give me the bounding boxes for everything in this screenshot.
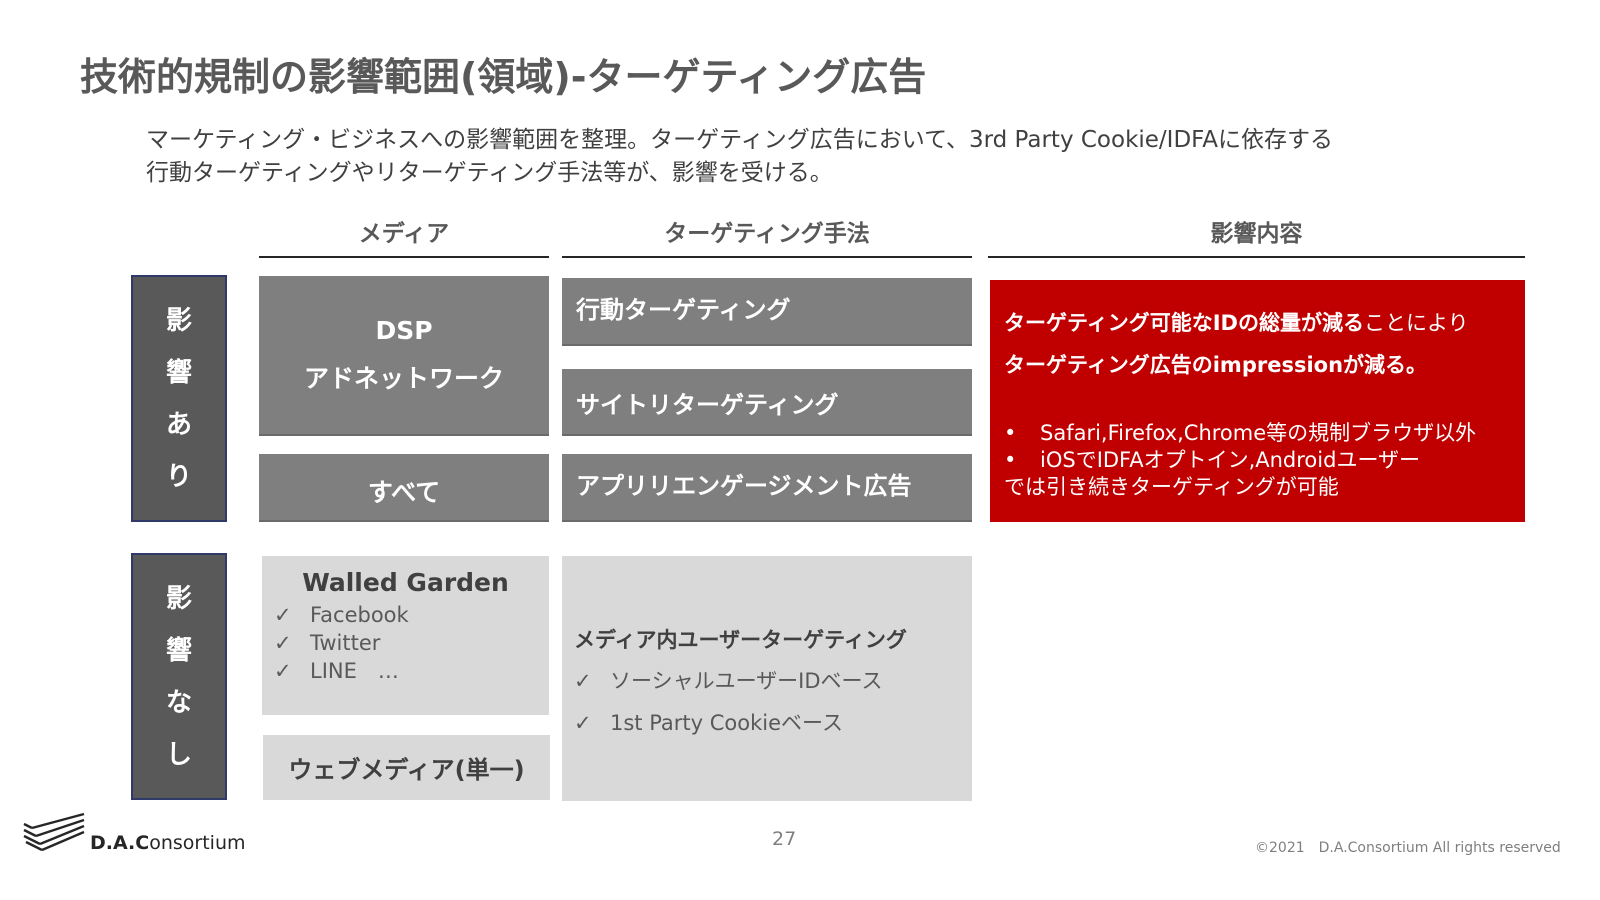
lead-text: マーケティング・ビジネスへの影響範囲を整理。ターゲティング広告において、3rd …: [146, 124, 1333, 190]
row-label-unaffected: 影 響 な し: [131, 553, 227, 800]
row-label-char: あ: [165, 409, 192, 440]
copyright: ©2021 D.A.Consortium All rights reserved: [1255, 840, 1561, 856]
media-walled-garden: Walled Garden ✓ Facebook ✓ Twitter ✓ LINE …: [262, 556, 549, 715]
column-header-method: ターゲティング手法: [562, 214, 972, 258]
impact-bullet: •Safari,Firefox,Chrome等の規制ブラウザ以外: [1004, 421, 1477, 445]
method-app-reengagement: アプリリエンゲージメント広告: [562, 454, 972, 522]
lead-line-2: 行動ターゲティングやリターゲティング手法等が、影響を受ける。: [146, 160, 833, 186]
impact-bullet-text: Safari,Firefox,Chrome等の規制ブラウザ以外: [1040, 421, 1477, 445]
media-web-single: ウェブメディア(単一): [263, 735, 550, 800]
check-icon: ✓: [274, 603, 292, 627]
row-label-char: 影: [165, 305, 192, 336]
walled-garden-item: ✓ LINE …: [274, 657, 549, 685]
walled-garden-item-label: Twitter: [310, 631, 381, 655]
impact-line-1: ターゲティング可能なIDの総量が減ることにより: [1004, 302, 1511, 344]
method-site-retargeting: サイトリターゲティング: [562, 369, 972, 436]
media-dsp-adnetwork: DSP アドネットワーク: [259, 276, 549, 436]
walled-garden-item: ✓ Twitter: [274, 629, 549, 657]
logo-text: D.A.Consortium: [90, 832, 246, 854]
check-icon: ✓: [574, 669, 592, 693]
impact-line-1-bold: ターゲティング可能なIDの総量が減る: [1004, 311, 1364, 335]
impact-bullet-text: iOSでIDFAオプトイン,Androidユーザー: [1040, 448, 1421, 472]
walled-garden-item: ✓ Facebook: [274, 601, 549, 629]
check-icon: ✓: [274, 631, 292, 655]
column-header-impact: 影響内容: [988, 214, 1525, 258]
in-media-title: メディア内ユーザーターゲティング: [574, 628, 907, 652]
in-media-item-label: ソーシャルユーザーIDベース: [610, 669, 883, 693]
logo-stripes-icon: [23, 812, 85, 852]
dac-logo: D.A.Consortium: [22, 812, 246, 854]
method-in-media-user-targeting: メディア内ユーザーターゲティング ✓ ソーシャルユーザーIDベース ✓ 1st Pa…: [562, 556, 972, 801]
method-behavioral-targeting: 行動ターゲティング: [562, 278, 972, 346]
walled-garden-item-label: Facebook: [310, 603, 409, 627]
in-media-item: ✓ 1st Party Cookieベース: [574, 702, 972, 744]
impact-box: ターゲティング可能なIDの総量が減ることにより ターゲティング広告のimpres…: [990, 280, 1525, 522]
in-media-item: ✓ ソーシャルユーザーIDベース: [574, 660, 972, 702]
slide-title: 技術的規制の影響範囲(領域)-ターゲティング広告: [80, 55, 927, 99]
media-adnetwork-label: アドネットワーク: [303, 364, 504, 393]
row-label-char: り: [165, 461, 192, 492]
row-label-char: 響: [165, 357, 192, 388]
walled-garden-title: Walled Garden: [302, 568, 509, 597]
check-icon: ✓: [574, 711, 592, 735]
row-label-char: し: [165, 739, 192, 770]
check-icon: ✓: [274, 659, 292, 683]
column-header-media: メディア: [259, 214, 549, 258]
in-media-item-label: 1st Party Cookieベース: [610, 711, 843, 735]
media-all: すべて: [259, 454, 549, 522]
impact-bullet: •iOSでIDFAオプトイン,Androidユーザー: [1004, 448, 1421, 472]
lead-line-1: マーケティング・ビジネスへの影響範囲を整理。ターゲティング広告において、3rd …: [146, 127, 1334, 153]
page-number: 27: [772, 828, 797, 850]
in-media-list: ✓ ソーシャルユーザーIDベース ✓ 1st Party Cookieベース: [574, 660, 972, 744]
impact-line-1-normal: ことにより: [1363, 311, 1469, 335]
logo-text-bold: D.A.C: [90, 832, 150, 854]
media-dsp-label: DSP: [375, 316, 433, 345]
row-label-char: 響: [165, 635, 192, 666]
walled-garden-item-label: LINE …: [310, 659, 399, 683]
row-label-affected: 影 響 あ り: [131, 275, 227, 522]
row-label-char: 影: [165, 583, 192, 614]
row-label-char: な: [165, 687, 192, 718]
impact-trailing: では引き続きターゲティングが可能: [1004, 475, 1339, 499]
impact-line-2: ターゲティング広告のimpressionが減る。: [1004, 353, 1428, 377]
logo-text-rest: onsortium: [149, 832, 246, 854]
walled-garden-list: ✓ Facebook ✓ Twitter ✓ LINE …: [274, 601, 549, 685]
impact-bullets: •Safari,Firefox,Chrome等の規制ブラウザ以外 •iOSでID…: [1004, 420, 1511, 501]
